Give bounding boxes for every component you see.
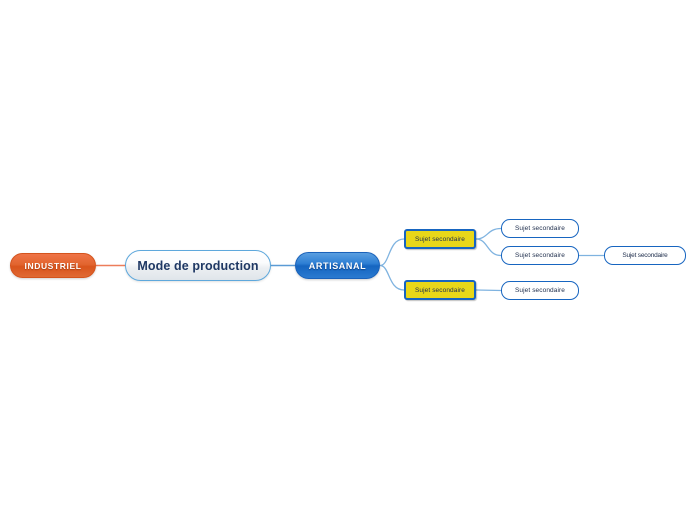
node-sujet-secondaire-white-2[interactable]: Sujet secondaire <box>501 246 579 265</box>
node-industriel[interactable]: INDUSTRIEL <box>10 253 96 278</box>
connector-artisanal-yellow1 <box>379 238 405 267</box>
node-sujet-secondaire-yellow-1[interactable]: Sujet secondaire <box>404 229 476 249</box>
node-sujet-secondaire-white-3[interactable]: Sujet secondaire <box>501 281 579 300</box>
node-sujet-secondaire-white-1[interactable]: Sujet secondaire <box>501 219 579 238</box>
connector-artisanal-yellow2 <box>379 264 405 291</box>
connector-yellow1-white2 <box>475 238 502 257</box>
node-sujet-secondaire-yellow-2[interactable]: Sujet secondaire <box>404 280 476 300</box>
node-root-mode-de-production[interactable]: Mode de production <box>125 250 271 281</box>
node-sujet-secondaire-white-4[interactable]: Sujet secondaire <box>604 246 686 265</box>
connector-yellow1-white1 <box>475 227 502 240</box>
connector-yellow2-white3 <box>475 289 502 292</box>
node-artisanal[interactable]: ARTISANAL <box>295 252 380 279</box>
